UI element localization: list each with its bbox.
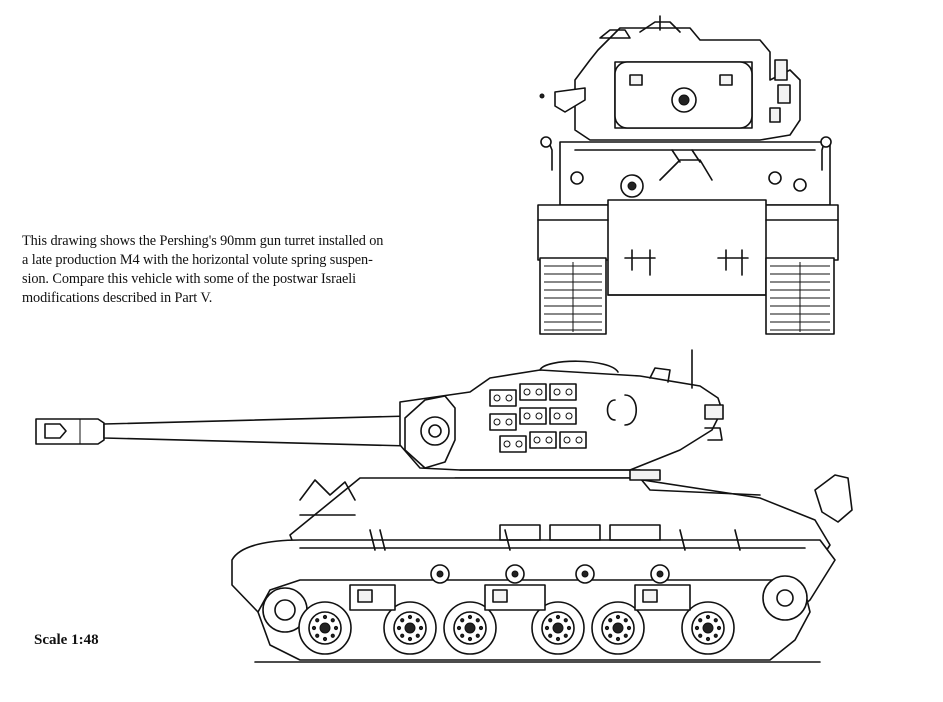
front-hull <box>537 136 839 296</box>
caption-line: modifications described in Part V. <box>22 290 213 306</box>
track-side <box>254 564 821 663</box>
gun-barrel <box>35 415 411 447</box>
caption-line: a late production M4 with the horizontal… <box>22 252 373 268</box>
front-tracks <box>539 257 835 335</box>
drawing-caption: This drawing shows the Pershing's 90mm g… <box>22 232 452 308</box>
caption-line: sion. Compare this vehicle with some of … <box>22 271 356 287</box>
front-turret <box>539 15 801 141</box>
turret-side <box>399 349 724 479</box>
caption-line: This drawing shows the Pershing's 90mm g… <box>22 233 384 249</box>
scale-label: Scale 1:48 <box>34 632 99 648</box>
